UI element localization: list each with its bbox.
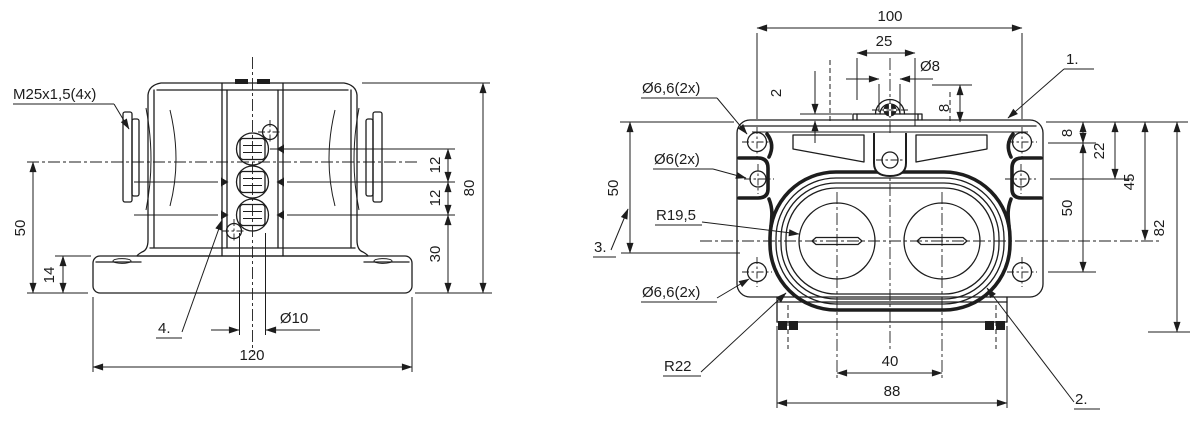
dim-center-hole-label: Ø10 bbox=[280, 310, 308, 327]
foot-tab bbox=[985, 321, 994, 330]
marker-triangle bbox=[221, 177, 229, 187]
dim-hole-spacing-h-label: 100 bbox=[877, 8, 902, 25]
dim-edge-to-axis-label: 45 bbox=[1121, 174, 1138, 191]
dim-bottom-offset-label: 30 bbox=[427, 246, 444, 263]
screw-slot bbox=[811, 236, 863, 246]
dim-edge-to-hole-label: 8 bbox=[1059, 129, 1076, 137]
callout-corner-holes-top: Ø6,6(2x) bbox=[642, 80, 700, 97]
dim-height-axis-label: 50 bbox=[12, 220, 29, 237]
dim-bracket-hole-label: Ø8 bbox=[920, 58, 940, 75]
callout-thread-size: M25x1,5(4x) bbox=[13, 86, 96, 103]
dim-screw-height-label: 8 bbox=[936, 104, 953, 112]
drum-arc-right-inner bbox=[328, 109, 336, 207]
dim-rim-thickness-label: 2 bbox=[768, 89, 785, 97]
dim-window-spacing-label: 40 bbox=[882, 353, 899, 370]
callout-item-2: 2. bbox=[1075, 391, 1088, 408]
end-dimensions: 100 25 Ø8 2 8 8 bbox=[593, 8, 1190, 410]
gasket-rings bbox=[775, 177, 1005, 305]
earth-screw-bracket bbox=[852, 98, 923, 121]
terminal-screw bbox=[235, 165, 270, 199]
end-view: 100 25 Ø8 2 8 8 bbox=[593, 8, 1190, 410]
dim-foot-width-label: 88 bbox=[884, 383, 901, 400]
terminal-screw bbox=[235, 198, 270, 232]
end-plate bbox=[736, 119, 1044, 298]
foot bbox=[776, 296, 1008, 349]
dim-pitch-lower-label: 12 bbox=[427, 190, 444, 207]
drum-arc-right bbox=[353, 107, 360, 211]
marker-triangle bbox=[276, 177, 284, 187]
dim-base-width-label: 120 bbox=[239, 347, 264, 364]
marker-triangle bbox=[276, 210, 284, 220]
cable-gland-left bbox=[122, 111, 140, 203]
dim-left-height-label: 50 bbox=[605, 180, 622, 197]
callout-item-1: 1. bbox=[1066, 51, 1079, 68]
pocket-right bbox=[915, 134, 988, 163]
terminal-block bbox=[221, 120, 284, 243]
dim-total-height-end-label: 82 bbox=[1151, 220, 1168, 237]
dim-pitch-upper-label: 12 bbox=[427, 157, 444, 174]
mounting-holes bbox=[742, 127, 1037, 287]
callout-item-4: 4. bbox=[158, 320, 171, 337]
center-tab bbox=[873, 133, 907, 177]
terminal-screw bbox=[235, 132, 270, 166]
vent-slot bbox=[235, 79, 248, 84]
dim-base-height-label: 14 bbox=[41, 267, 58, 284]
drum-arc-left bbox=[145, 107, 152, 211]
front-dimensions: 50 14 120 Ø10 12 12 30 bbox=[12, 82, 492, 372]
callout-side-holes: Ø6(2x) bbox=[654, 151, 700, 168]
callout-item-3: 3. bbox=[594, 239, 607, 256]
foot-tab bbox=[778, 321, 787, 330]
callout-corner-holes-bottom: Ø6,6(2x) bbox=[642, 284, 700, 301]
dim-bracket-width-label: 25 bbox=[876, 33, 893, 50]
callout-body-radius: R22 bbox=[664, 358, 692, 375]
front-view: 50 14 120 Ø10 12 12 30 bbox=[12, 57, 492, 372]
screw-slot bbox=[916, 236, 968, 246]
pocket-left bbox=[792, 134, 865, 163]
marker-triangle bbox=[221, 210, 229, 220]
foot-tab bbox=[789, 321, 798, 330]
vent-slot bbox=[257, 79, 270, 84]
callout-window-radius: R19,5 bbox=[656, 207, 696, 224]
cable-gland-right bbox=[365, 111, 383, 203]
dim-hole-spacing-v-label: 50 bbox=[1059, 200, 1076, 217]
sight-window-right bbox=[903, 202, 981, 280]
drum-arc-left-inner bbox=[169, 109, 177, 207]
dim-edge-to-side-hole-label: 22 bbox=[1091, 143, 1108, 160]
foot-tab bbox=[996, 321, 1005, 330]
sight-window-left bbox=[798, 202, 876, 280]
dim-total-height-label: 80 bbox=[461, 180, 478, 197]
